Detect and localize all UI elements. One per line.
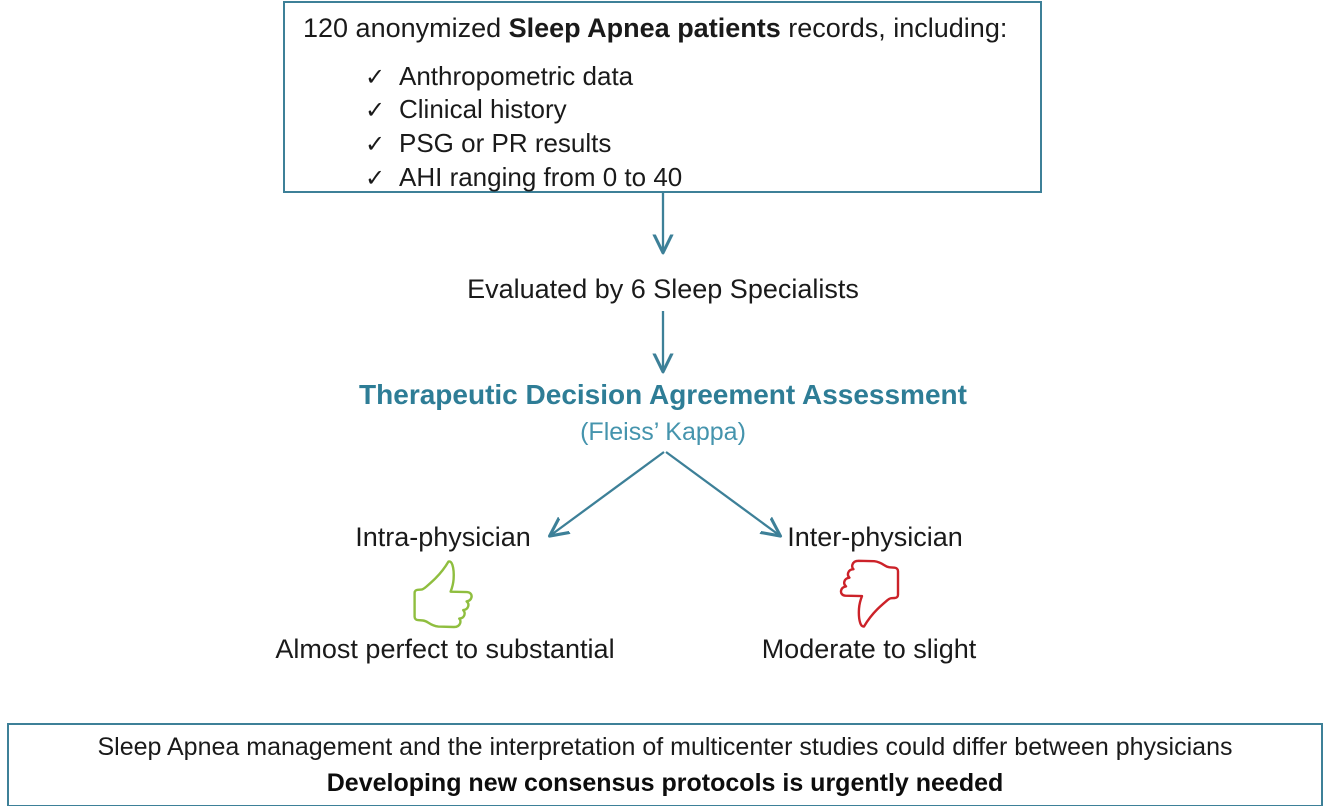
assessment-title: Therapeutic Decision Agreement Assessmen…	[359, 379, 967, 410]
check-icon: ✓	[365, 164, 386, 192]
thumbs-down-icon	[835, 556, 901, 635]
check-icon: ✓	[365, 97, 386, 125]
list-item-label: PSG or PR results	[399, 128, 612, 159]
list-item: ✓ PSG or PR results	[365, 127, 1022, 161]
records-bullet-list: ✓ Anthropometric data ✓ Clinical history…	[303, 60, 1022, 195]
conclusion-line-1: Sleep Apnea management and the interpret…	[97, 733, 1233, 761]
branch-result-intra-physician: Almost perfect to substantial	[275, 634, 615, 664]
branch-result-inter-physician: Moderate to slight	[761, 634, 977, 664]
branch-label-intra-physician: Intra-physician	[355, 522, 531, 552]
check-icon: ✓	[365, 63, 386, 91]
branch-label-inter-physician: Inter-physician	[787, 522, 963, 552]
list-item: ✓ Clinical history	[365, 93, 1022, 127]
patient-records-headline: 120 anonymized Sleep Apnea patients reco…	[303, 11, 1022, 46]
arrow-assessment-to-intra	[551, 451, 665, 535]
arrow-assessment-to-inter	[665, 451, 779, 535]
list-item: ✓ Anthropometric data	[365, 60, 1022, 94]
list-item: ✓ AHI ranging from 0 to 40	[365, 161, 1022, 195]
headline-prefix: 120 anonymized	[303, 13, 509, 43]
evaluated-by-label: Evaluated by 6 Sleep Specialists	[467, 274, 859, 304]
conclusion-inner: Sleep Apnea management and the interpret…	[9, 725, 1321, 805]
conclusion-box: Sleep Apnea management and the interpret…	[7, 723, 1323, 806]
list-item-label: Clinical history	[399, 94, 567, 125]
conclusion-line-2: Developing new consensus protocols is ur…	[326, 769, 1004, 797]
headline-suffix: records, including:	[780, 13, 1008, 43]
list-item-label: AHI ranging from 0 to 40	[399, 161, 683, 192]
check-icon: ✓	[365, 131, 386, 159]
patient-records-box: 120 anonymized Sleep Apnea patients reco…	[283, 1, 1042, 193]
headline-bold: Sleep Apnea patients	[508, 13, 781, 43]
list-item-label: Anthropometric data	[399, 60, 634, 91]
thumbs-up-icon	[412, 558, 478, 635]
assessment-subtitle: (Fleiss’ Kappa)	[580, 418, 746, 446]
